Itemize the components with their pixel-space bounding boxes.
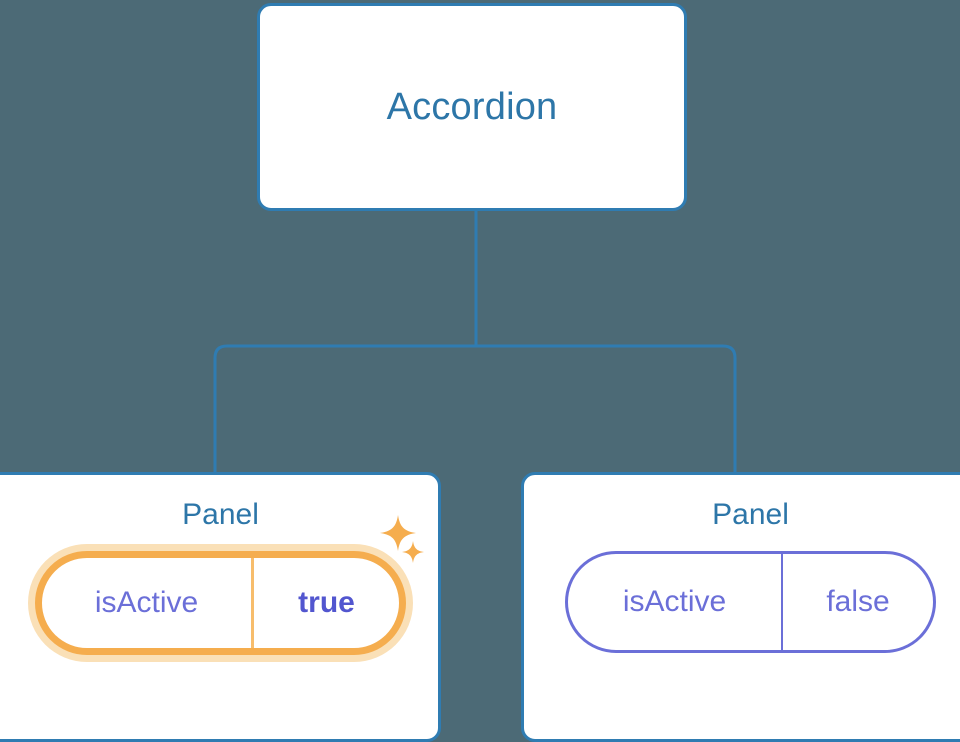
node-panel-0[interactable]: Panel isActive true xyxy=(0,472,441,742)
sparkle-small-icon xyxy=(402,541,424,563)
node-title: Panel xyxy=(712,498,789,531)
prop-value: true xyxy=(251,558,399,648)
prop-pill[interactable]: isActive true xyxy=(35,551,406,655)
node-title: Panel xyxy=(182,498,259,531)
prop-key: isActive xyxy=(94,586,199,619)
prop-pill[interactable]: isActive false xyxy=(565,551,936,653)
node-title: Accordion xyxy=(386,86,558,128)
sparkle-large-icon xyxy=(380,515,416,551)
prop-pill-active[interactable]: isActive true xyxy=(35,515,424,655)
connector-bus xyxy=(213,344,737,486)
prop-value: false xyxy=(781,554,933,650)
node-panel-1[interactable]: Panel isActive false xyxy=(521,472,960,742)
prop-pill-inactive[interactable]: isActive false xyxy=(565,551,936,653)
prop-key: isActive xyxy=(622,585,727,618)
node-accordion[interactable]: Accordion xyxy=(257,3,687,211)
